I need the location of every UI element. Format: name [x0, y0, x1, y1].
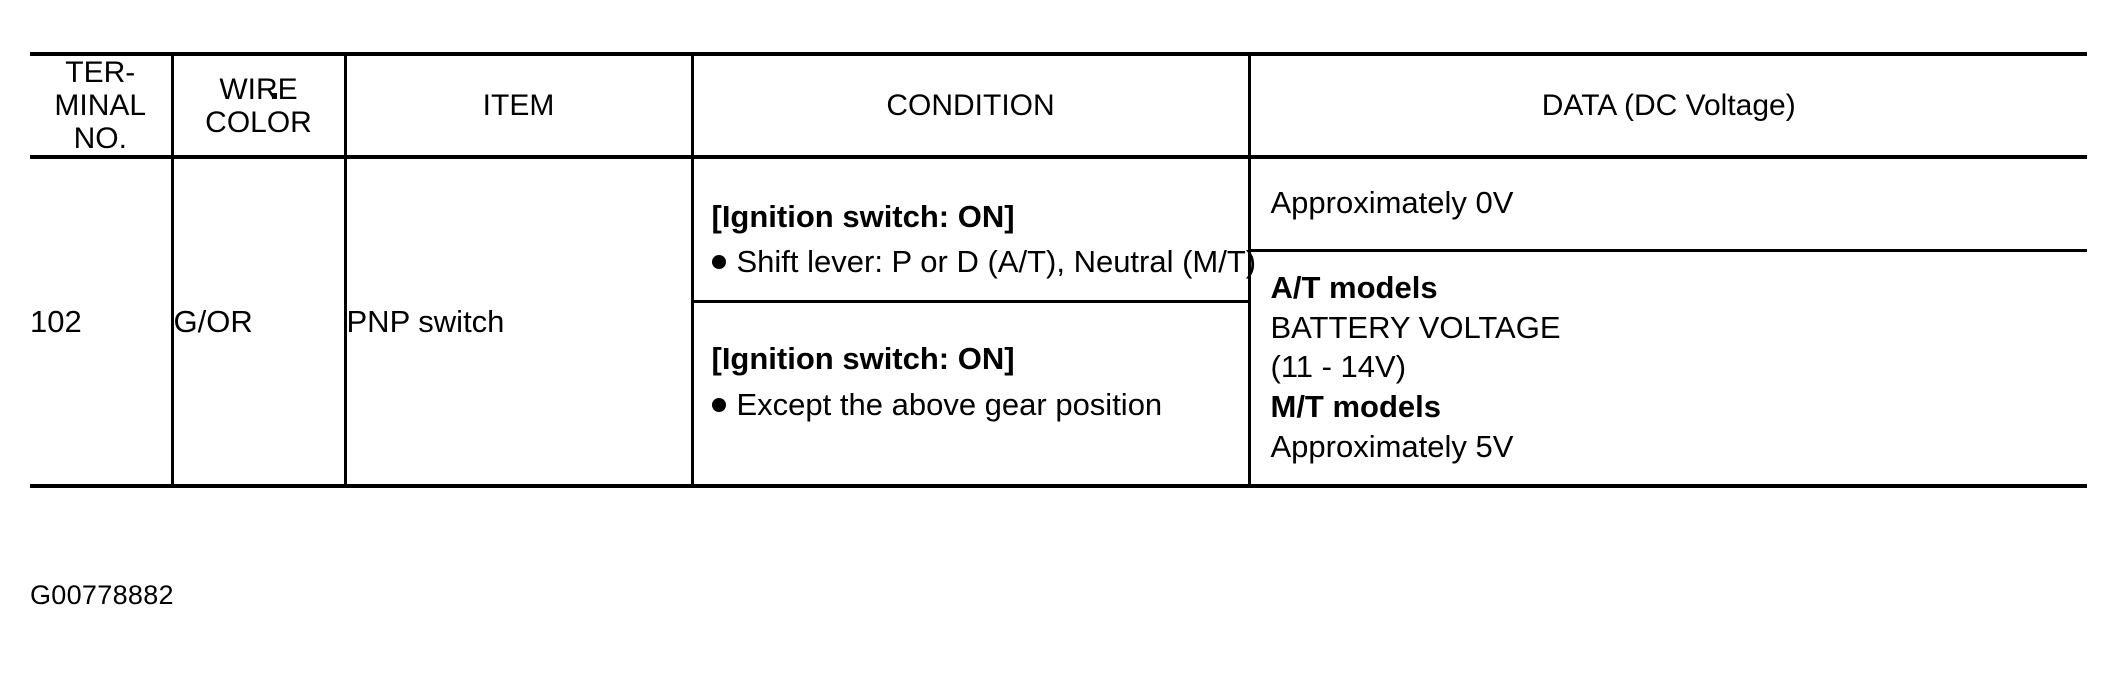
- cell-condition-group: [Ignition switch: ON] Shift lever: P or …: [692, 157, 1256, 489]
- figure-caption: G00778882: [30, 580, 174, 610]
- condition-bullet-text: Shift lever: P or D (A/T), Neutral (M/T): [736, 244, 1257, 280]
- header-line: ITEM: [482, 89, 555, 122]
- condition-subrow: [Ignition switch: ON] Except the above g…: [694, 301, 1248, 463]
- column-header-terminal-no: TER- MINAL NO.: [30, 56, 174, 159]
- data-entry-2: A/T models BATTERY VOLTAGE (11 - 14V) M/…: [1251, 251, 2088, 485]
- header-line: TER-: [65, 56, 136, 89]
- column-header-condition: CONDITION: [692, 56, 1251, 159]
- data-value-line: BATTERY VOLTAGE: [1270, 309, 1561, 345]
- cell-terminal-no: 102: [30, 157, 174, 489]
- condition-heading: [Ignition switch: ON]: [711, 198, 1015, 234]
- condition-entry-1: [Ignition switch: ON] Shift lever: P or …: [693, 180, 1256, 303]
- data-subrow: Approximately 0V: [1250, 159, 2087, 252]
- condition-heading: [Ignition switch: ON]: [711, 341, 1015, 377]
- table-header: TER- MINAL NO. WIRE COLOR ITEM: [30, 52, 2087, 159]
- condition-bullet-text: Except the above gear position: [736, 386, 1163, 422]
- data-subrow: A/T models BATTERY VOLTAGE (11 - 14V) M/…: [1251, 251, 2088, 485]
- column-header-wire-color: WIRE COLOR: [172, 56, 347, 159]
- header-line: MINAL: [54, 89, 147, 122]
- condition-subtable: [Ignition switch: ON] Shift lever: P or …: [693, 180, 1256, 463]
- terminal-spec-table: TER- MINAL NO. WIRE COLOR ITEM: [30, 52, 2088, 489]
- column-header-data: DATA (DC Voltage): [1249, 56, 2087, 159]
- header-line: CONDITION: [886, 89, 1055, 122]
- cell-data-group: Approximately 0V A/T models BATTERY VOLT…: [1249, 157, 2088, 489]
- column-header-item: ITEM: [345, 56, 694, 159]
- bullet-icon: [711, 255, 726, 270]
- data-value-line: A/T models: [1270, 270, 1438, 305]
- header-row: TER- MINAL NO. WIRE COLOR ITEM: [30, 56, 2087, 159]
- cell-item: PNP switch: [345, 157, 694, 489]
- header-line: DATA (DC Voltage): [1541, 89, 1796, 122]
- scan-speck: [272, 93, 277, 99]
- data-value-line: (11 - 14V): [1270, 349, 1407, 385]
- condition-bullet-item: Shift lever: P or D (A/T), Neutral (M/T): [711, 242, 1256, 282]
- data-entry-1: Approximately 0V: [1250, 159, 2087, 252]
- condition-entry-2: [Ignition switch: ON] Except the above g…: [694, 301, 1248, 463]
- data-value-line: Approximately 0V: [1270, 185, 1514, 221]
- table-row: 102 G/OR PNP switch [Ignition switch: ON…: [30, 157, 2088, 489]
- data-subtable: Approximately 0V A/T models BATTERY VOLT…: [1250, 159, 2088, 485]
- condition-bullet-item: Except the above gear position: [711, 385, 1234, 425]
- header-line: NO.: [73, 122, 127, 155]
- header-line: COLOR: [205, 105, 312, 139]
- data-value-line: Approximately 5V: [1270, 428, 1514, 464]
- header-line: WIRE: [219, 72, 298, 106]
- bullet-icon: [711, 397, 726, 412]
- data-value-line: M/T models: [1270, 389, 1442, 425]
- table-body: 102 G/OR PNP switch [Ignition switch: ON…: [30, 157, 2088, 489]
- condition-subrow: [Ignition switch: ON] Shift lever: P or …: [693, 180, 1256, 303]
- cell-wire-color: G/OR: [172, 157, 347, 489]
